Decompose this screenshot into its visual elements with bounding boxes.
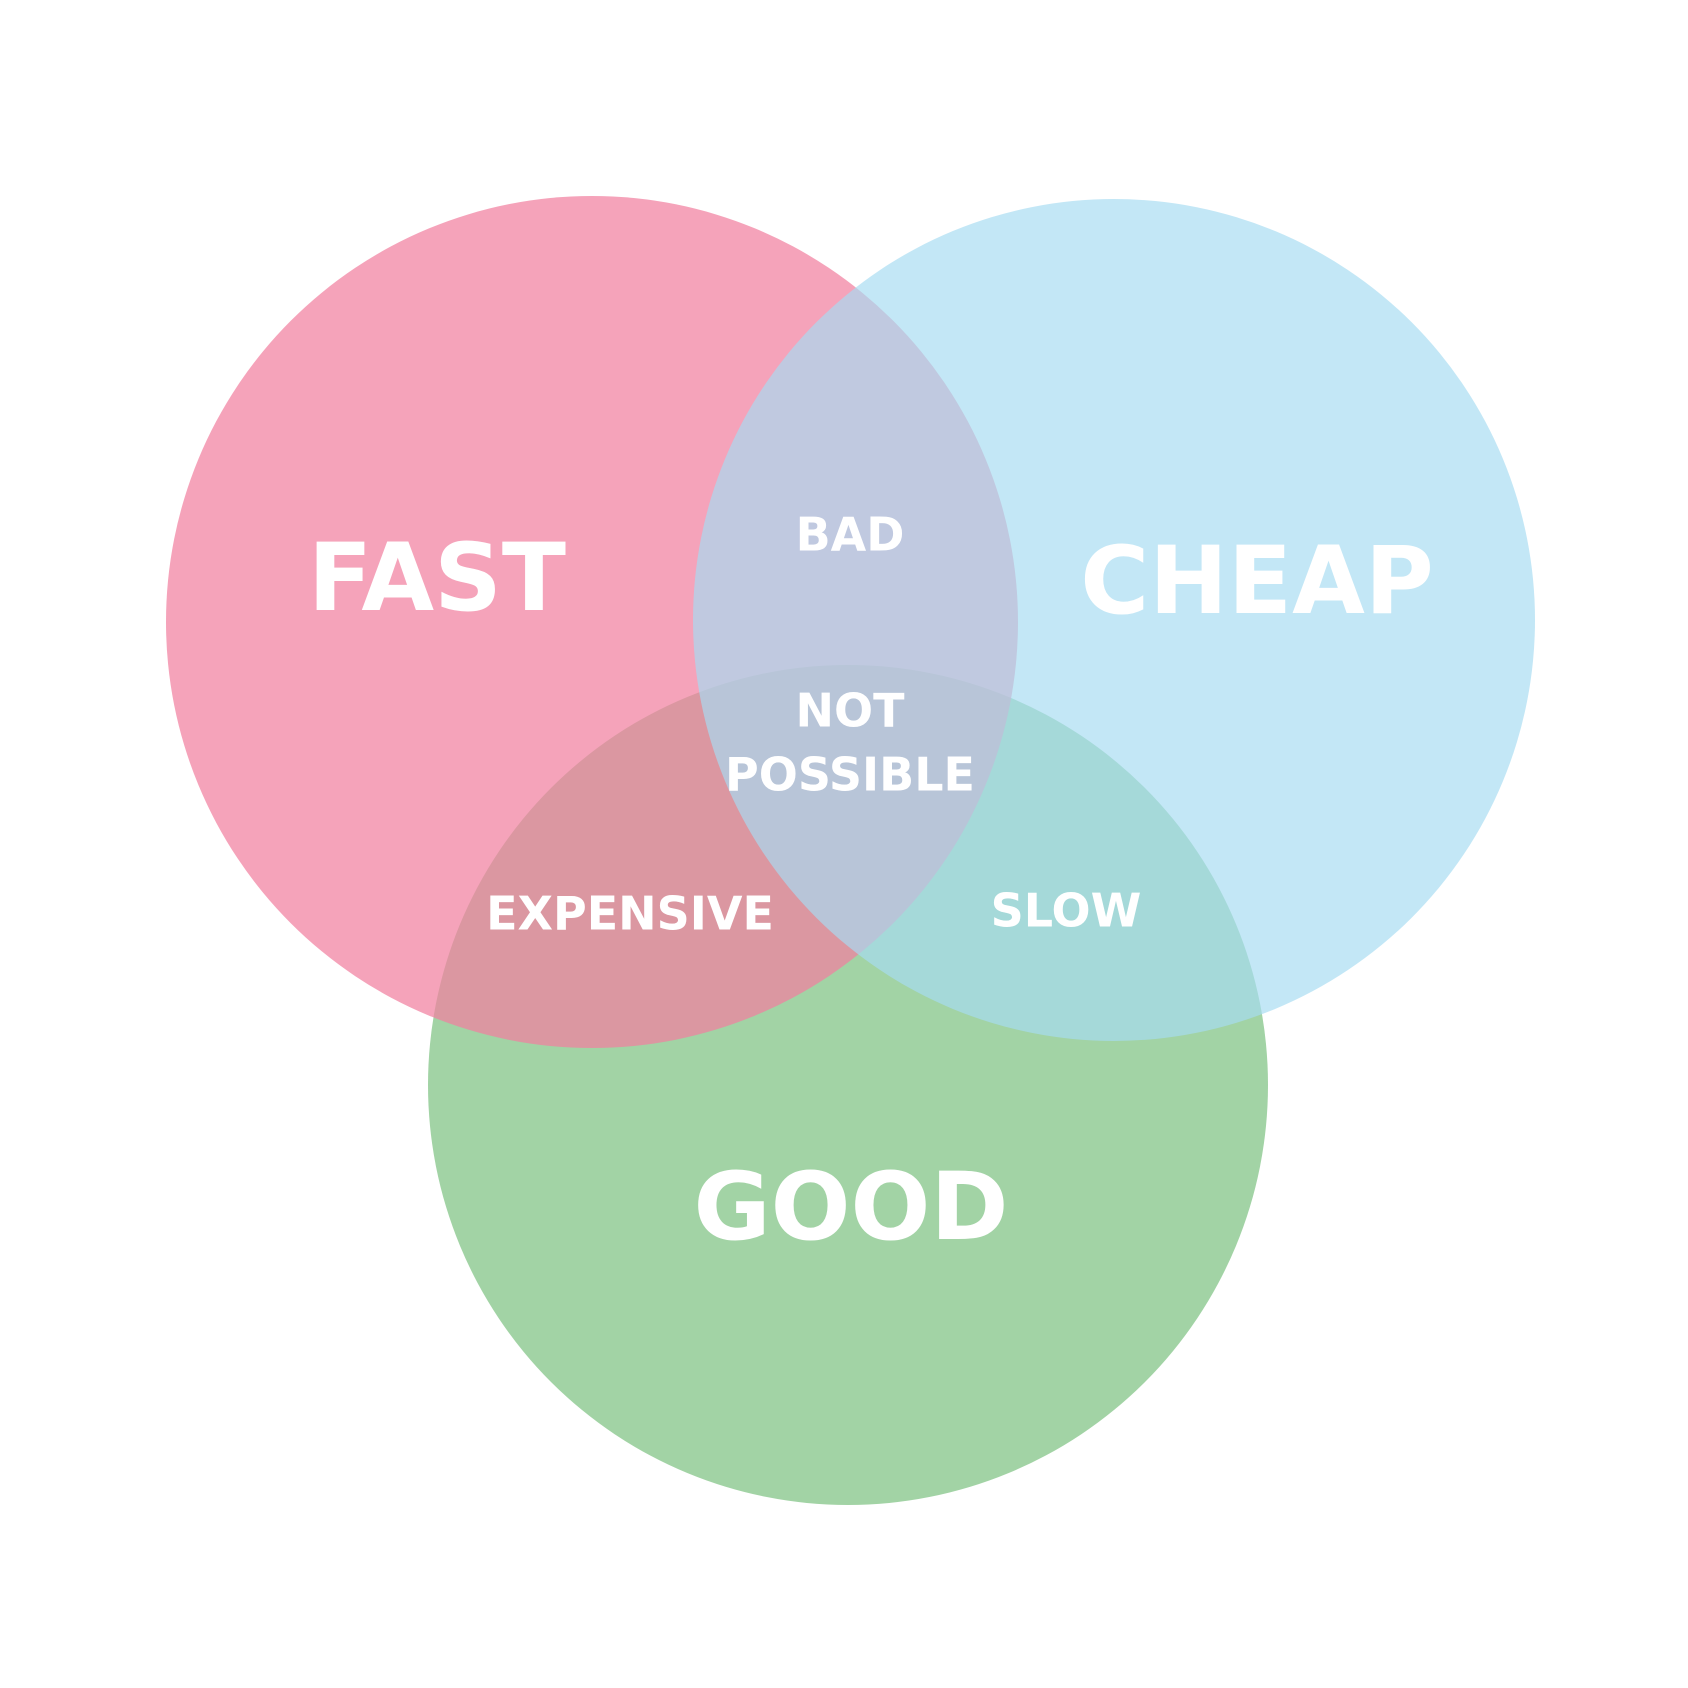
label-cheap: CHEAP <box>1080 527 1434 636</box>
label-fast-cheap: BAD <box>796 508 905 562</box>
label-fast-good: EXPENSIVE <box>486 887 774 941</box>
label-all-line-2: POSSIBLE <box>725 748 975 802</box>
label-cheap-good: SLOW <box>991 884 1142 938</box>
label-fast: FAST <box>308 524 566 633</box>
label-all-line-1: NOT <box>796 684 906 738</box>
label-good: GOOD <box>693 1153 1008 1262</box>
circle-cheap <box>693 199 1535 1041</box>
